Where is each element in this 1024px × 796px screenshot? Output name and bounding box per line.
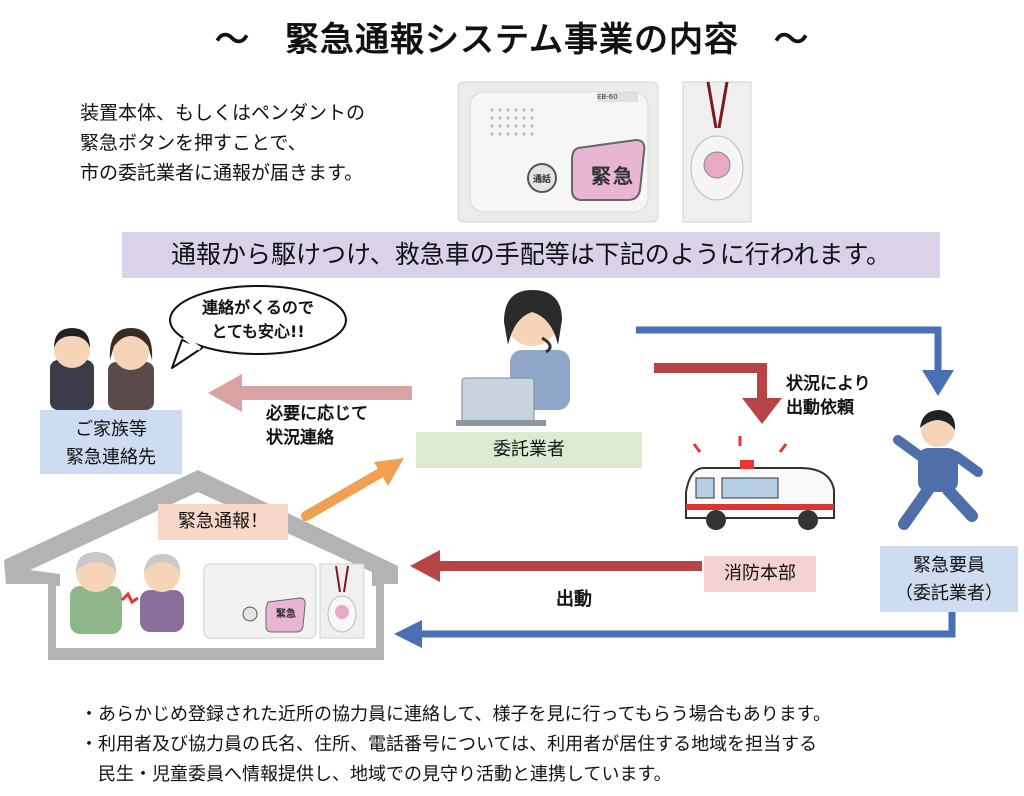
- elderly-people-illustration: [70, 552, 184, 634]
- family-people-illustration: [50, 328, 154, 410]
- dispatch-label: 出動: [556, 589, 592, 610]
- house-device-button-label: 緊急: [276, 609, 296, 620]
- note-line-2: ・利用者及び協力員の氏名、住所、電話番号については、利用者が居住する地域を担当す…: [80, 734, 818, 755]
- emergency-call-box: 緊急通報！: [158, 504, 288, 540]
- device-photo: [457, 81, 659, 223]
- note-line-3: 民生・児童委員へ情報提供し、地域での見守り活動と連携しています。: [80, 764, 672, 785]
- responder-illustration: [893, 410, 983, 530]
- contact-label: 必要に応じて 状況連絡: [266, 402, 368, 450]
- responder-box-line-1: 緊急要員: [913, 555, 985, 576]
- arrow-contractor-to-family: [208, 374, 412, 412]
- intro-line-2: 緊急ボタンを押すことで、: [80, 132, 307, 154]
- responder-box: 緊急要員 （委託業者）: [880, 546, 1018, 612]
- pendant-photo: [682, 81, 752, 223]
- notes: ・あらかじめ登録された近所の協力員に連絡して、様子を見に行ってもらう場合もありま…: [80, 700, 1020, 790]
- family-box-line-2: 緊急連絡先: [66, 447, 156, 468]
- contact-label-line-1: 必要に応じて: [266, 404, 368, 424]
- speech-line-2: とても安心!!: [211, 322, 305, 341]
- device-emergency-button-label: 緊急: [591, 164, 635, 188]
- arrow-contractor-to-fire: [654, 363, 782, 424]
- note-line-1: ・あらかじめ登録された近所の協力員に連絡して、様子を見に行ってもらう場合もありま…: [80, 704, 831, 725]
- intro-line-3: 市の委託業者に通報が届きます。: [80, 162, 364, 184]
- arrow-call-to-contractor: [301, 458, 404, 521]
- contact-label-line-2: 状況連絡: [266, 428, 334, 448]
- dispatch-request-label: 状況により 出動依頼: [786, 372, 871, 420]
- speech-bubble: [169, 285, 347, 369]
- fire-department-box: 消防本部: [704, 556, 816, 592]
- dispatch-request-line-1: 状況により: [786, 374, 871, 394]
- page-title: ～ 緊急通報システム事業の内容 ～: [215, 20, 809, 60]
- speech-text: 連絡がくるので とても安心!!: [182, 296, 334, 344]
- house-device-photo: [203, 563, 365, 639]
- speech-line-1: 連絡がくるので: [202, 298, 314, 317]
- arrow-contractor-to-responder: [636, 326, 954, 396]
- contractor-box: 委託業者: [416, 432, 642, 468]
- device-small-button-label: 通話: [532, 175, 551, 185]
- family-contact-box: ご家族等 緊急連絡先: [40, 410, 182, 474]
- arrow-responder-to-house: [394, 612, 956, 648]
- responder-box-line-2: （委託業者）: [895, 583, 1003, 604]
- device-model-label: EB-60: [597, 93, 618, 101]
- intro-line-1: 装置本体、もしくはペンダントの: [80, 102, 366, 124]
- dispatch-request-line-2: 出動依頼: [786, 398, 854, 418]
- ambulance-illustration: [685, 436, 835, 530]
- arrow-fire-to-house: [410, 550, 702, 582]
- family-box-line-1: ご家族等: [75, 419, 147, 440]
- operator-illustration: [456, 290, 570, 426]
- intro-text: 装置本体、もしくはペンダントの 緊急ボタンを押すことで、 市の委託業者に通報が届…: [80, 98, 440, 188]
- process-banner: 通報から駆けつけ、救急車の手配等は下記のように行われます。: [122, 232, 940, 278]
